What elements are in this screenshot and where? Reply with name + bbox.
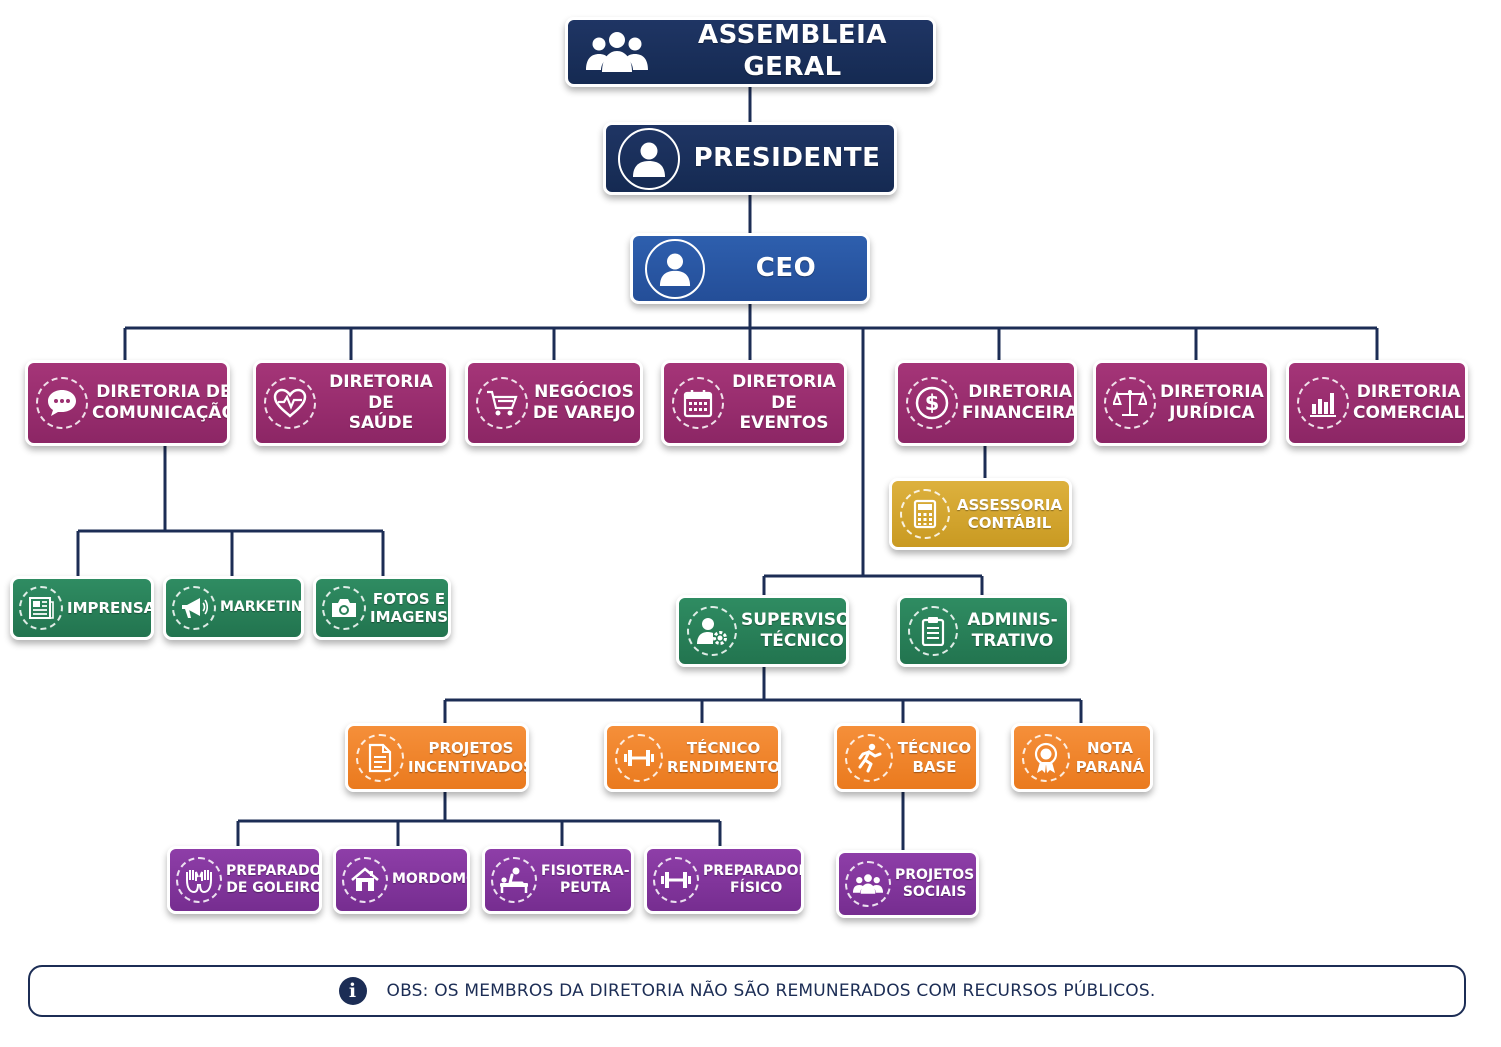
node-label: FISIOTERA-PEUTA — [541, 862, 630, 896]
administrativo-box: ADMINIS-TRATIVO — [897, 595, 1070, 667]
user-gear-icon — [687, 606, 737, 656]
award-icon — [1022, 733, 1070, 782]
user-icon — [645, 238, 705, 299]
node-label: ASSEMBLEIA GERAL — [698, 20, 887, 82]
marketing-box: MARKETING — [163, 576, 304, 640]
megaphone-icon — [172, 586, 216, 630]
camera-icon — [322, 586, 366, 630]
dumbbell-icon — [615, 733, 663, 782]
calculator-icon — [900, 489, 950, 539]
imprensa-box: IMPRENSA — [10, 576, 154, 640]
mordomo-box: MORDOMO — [333, 846, 470, 914]
node-label: PRESIDENTE — [693, 142, 881, 173]
chat-bubble-icon — [36, 377, 88, 429]
ceo-box: CEO — [630, 233, 870, 304]
shopping-cart-icon — [476, 377, 528, 429]
house-icon — [342, 857, 388, 903]
runner-icon — [845, 733, 893, 782]
gloves-icon — [176, 857, 222, 903]
calendar-icon — [672, 377, 724, 429]
heart-pulse-icon — [264, 377, 316, 429]
info-icon: i — [338, 977, 367, 1005]
presidente-box: PRESIDENTE — [603, 122, 897, 195]
node-label: ADMINIS-TRATIVO — [967, 610, 1058, 651]
node-label: CEO — [755, 252, 817, 283]
note-box: i OBS: OS MEMBROS DA DIRETORIA NÃO SÃO R… — [28, 965, 1466, 1017]
document-icon — [356, 733, 404, 782]
clipboard-icon — [908, 606, 958, 656]
user-icon — [618, 127, 680, 190]
node-label: IMPRENSA — [67, 598, 154, 617]
svg-text:$: $ — [925, 391, 940, 415]
node-label: MORDOMO — [392, 871, 470, 888]
node-label: SUPERVISORTÉCNICO — [741, 610, 849, 651]
bar-chart-icon — [1297, 377, 1349, 429]
supervisor-tecnico-box: SUPERVISORTÉCNICO — [676, 595, 849, 667]
group-icon — [582, 26, 652, 78]
scales-icon — [1104, 377, 1156, 429]
fisioterapeuta-box: FISIOTERA-PEUTA — [482, 846, 634, 914]
dollar-icon: $ — [906, 377, 958, 429]
assembleia-geral-box: ASSEMBLEIA GERAL — [565, 17, 936, 87]
massage-icon — [491, 857, 537, 903]
group-icon — [845, 861, 891, 907]
dumbbell-icon — [653, 857, 699, 903]
note-text: OBS: OS MEMBROS DA DIRETORIA NÃO SÃO REM… — [386, 981, 1156, 1001]
newspaper-icon — [19, 586, 63, 630]
node-label: MARKETING — [220, 599, 303, 616]
